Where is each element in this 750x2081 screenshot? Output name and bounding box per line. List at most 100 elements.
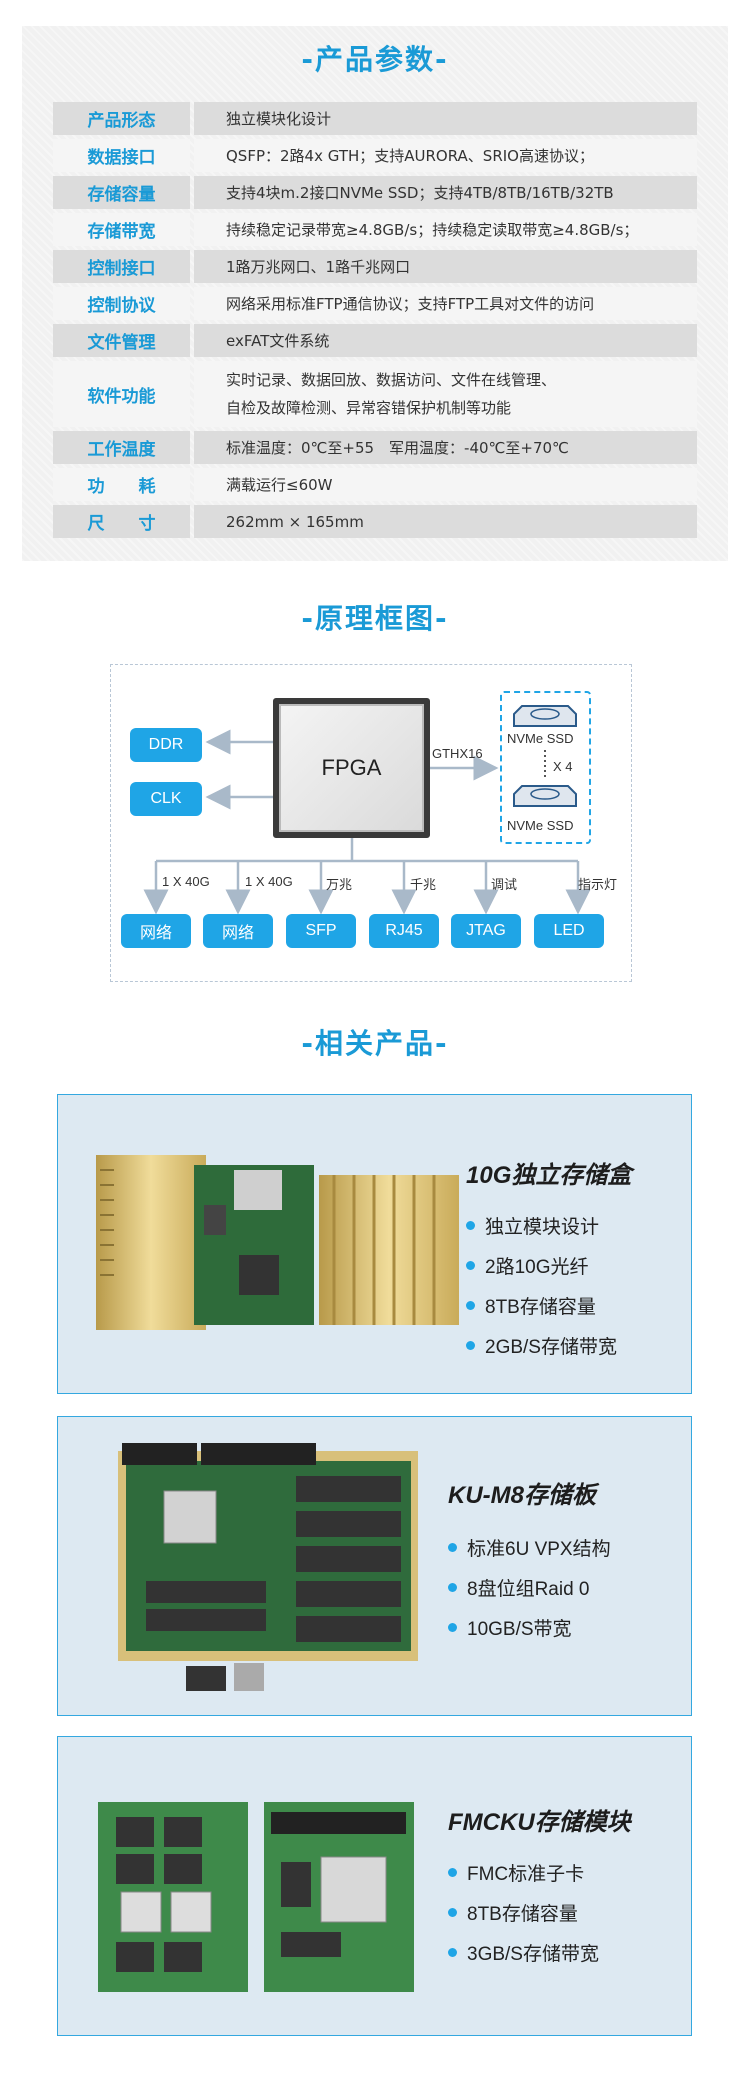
bullet-dot-icon — [448, 1622, 457, 1632]
param-key: 尺 寸 — [53, 505, 190, 538]
bullet-dot-icon — [466, 1220, 475, 1230]
param-value: 262mm × 165mm — [194, 505, 697, 538]
related-section-title: -相关产品- — [301, 1027, 449, 1060]
bullet-item: 8盘位组Raid 0 — [448, 1567, 611, 1607]
bullet-dot-icon — [466, 1340, 475, 1350]
bullet-item: 2路10G光纤 — [466, 1245, 617, 1285]
param-key: 存储带宽 — [53, 213, 190, 246]
ssd-count-label: X 4 — [553, 759, 573, 774]
param-value: 1路万兆网口、1路千兆网口 — [194, 250, 697, 283]
bullet-dot-icon — [448, 1867, 457, 1877]
bullet-text: FMC标准子卡 — [467, 1863, 585, 1885]
param-value: QSFP：2路4x GTH；支持AURORA、SRIO高速协议； — [194, 139, 697, 172]
product-image-fmc-module — [98, 1802, 414, 1992]
param-row: 存储带宽 持续稳定记录带宽≥4.8GB/s；持续稳定读取带宽≥4.8GB/s； — [53, 213, 697, 246]
param-value-line: 实时记录、数据回放、数据访问、文件在线管理、 — [226, 371, 557, 389]
param-row: 存储容量 支持4块m.2接口NVMe SSD；支持4TB/8TB/16TB/32… — [53, 176, 697, 209]
ddr-box: DDR — [130, 728, 202, 762]
param-value-line: 持续稳定记录带宽≥4.8GB/s；持续稳定读取带宽≥4.8GB/s； — [226, 220, 639, 239]
param-row: 软件功能 实时记录、数据回放、数据访问、文件在线管理、 自检及故障检测、异常容错… — [53, 361, 697, 427]
product-bullets: FMC标准子卡 8TB存储容量 3GB/S存储带宽 — [448, 1852, 599, 1972]
link-label: 万兆 — [326, 877, 353, 892]
product-image-storage-board — [118, 1443, 418, 1691]
param-value-line: 支持4块m.2接口NVMe SSD；支持4TB/8TB/16TB/32TB — [226, 183, 614, 202]
product-image-storage-box — [96, 1155, 459, 1330]
param-key: 控制接口 — [53, 250, 190, 283]
bullet-text: 3GB/S存储带宽 — [467, 1943, 599, 1965]
product-title: KU-M8存储板 — [448, 1482, 596, 1509]
led-box: LED — [534, 914, 604, 948]
sfp-box: SFP — [286, 914, 356, 948]
param-value: 满载运行≤60W — [194, 468, 697, 501]
product-card[interactable]: KU-M8存储板 标准6U VPX结构 8盘位组Raid 0 10GB/S带宽 — [57, 1416, 692, 1716]
param-row: 数据接口 QSFP：2路4x GTH；支持AURORA、SRIO高速协议； — [53, 139, 697, 172]
param-row: 产品形态 独立模块化设计 — [53, 102, 697, 135]
param-value: 标准温度：0℃至+55 军用温度：-40℃至+70℃ — [194, 431, 697, 464]
param-value: 持续稳定记录带宽≥4.8GB/s；持续稳定读取带宽≥4.8GB/s； — [194, 213, 697, 246]
param-value: 支持4块m.2接口NVMe SSD；支持4TB/8TB/16TB/32TB — [194, 176, 697, 209]
param-key: 工作温度 — [53, 431, 190, 464]
link-label: 1 X 40G — [245, 874, 293, 889]
product-card[interactable]: 10G独立存储盒 独立模块设计 2路10G光纤 8TB存储容量 2GB/S存储带… — [57, 1094, 692, 1394]
ssd-label: NVMe SSD — [507, 731, 574, 746]
bullet-text: 标准6U VPX结构 — [467, 1538, 611, 1560]
param-value-line: 262mm × 165mm — [226, 512, 364, 531]
param-value: 独立模块化设计 — [194, 102, 697, 135]
param-value-line: exFAT文件系统 — [226, 331, 330, 350]
clk-box: CLK — [130, 782, 202, 816]
network-box: 网络 — [121, 914, 191, 948]
ssd-label: NVMe SSD — [507, 818, 574, 833]
bullet-dot-icon — [448, 1542, 457, 1552]
param-row: 功 耗 满载运行≤60W — [53, 468, 697, 501]
param-row: 控制协议 网络采用标准FTP通信协议；支持FTP工具对文件的访问 — [53, 287, 697, 320]
link-label: 指示灯 — [578, 877, 618, 892]
params-section-title: -产品参数- — [301, 43, 449, 76]
link-label: 1 X 40G — [162, 874, 210, 889]
rj45-box: RJ45 — [369, 914, 439, 948]
bullet-text: 2路10G光纤 — [485, 1256, 589, 1278]
bullet-item: 8TB存储容量 — [466, 1285, 617, 1325]
bullet-item: 独立模块设计 — [466, 1205, 617, 1245]
product-title: FMCKU存储模块 — [448, 1809, 631, 1836]
param-value-line: 1路万兆网口、1路千兆网口 — [226, 257, 411, 276]
param-value: 实时记录、数据回放、数据访问、文件在线管理、 自检及故障检测、异常容错保护机制等… — [194, 361, 697, 427]
param-key: 产品形态 — [53, 102, 190, 135]
bullet-text: 独立模块设计 — [485, 1216, 600, 1238]
diagram-section-title: -原理框图- — [301, 602, 449, 635]
param-key: 软件功能 — [53, 361, 190, 427]
ssd-drive-icon — [513, 705, 577, 727]
link-label: 调试 — [491, 877, 518, 892]
product-card[interactable]: FMCKU存储模块 FMC标准子卡 8TB存储容量 3GB/S存储带宽 — [57, 1736, 692, 2036]
link-label: 千兆 — [410, 877, 437, 892]
product-bullets: 标准6U VPX结构 8盘位组Raid 0 10GB/S带宽 — [448, 1527, 611, 1647]
param-row: 工作温度 标准温度：0℃至+55 军用温度：-40℃至+70℃ — [53, 431, 697, 464]
param-value-line: QSFP：2路4x GTH；支持AURORA、SRIO高速协议； — [226, 146, 594, 165]
bullet-text: 8TB存储容量 — [467, 1903, 578, 1925]
param-value-line: 满载运行≤60W — [226, 475, 333, 494]
param-value: 网络采用标准FTP通信协议；支持FTP工具对文件的访问 — [194, 287, 697, 320]
fpga-chip: FPGA — [273, 698, 430, 838]
param-key: 控制协议 — [53, 287, 190, 320]
param-key: 功 耗 — [53, 468, 190, 501]
param-value: exFAT文件系统 — [194, 324, 697, 357]
product-title: 10G独立存储盒 — [466, 1162, 632, 1189]
bullet-item: 3GB/S存储带宽 — [448, 1932, 599, 1972]
param-value-line: 网络采用标准FTP通信协议；支持FTP工具对文件的访问 — [226, 294, 595, 313]
bullet-dot-icon — [448, 1907, 457, 1917]
bullet-item: 8TB存储容量 — [448, 1892, 599, 1932]
ssd-drive-icon — [513, 785, 577, 807]
param-key: 文件管理 — [53, 324, 190, 357]
param-key: 数据接口 — [53, 139, 190, 172]
bullet-text: 8盘位组Raid 0 — [467, 1578, 590, 1600]
param-row: 文件管理 exFAT文件系统 — [53, 324, 697, 357]
bullet-item: 2GB/S存储带宽 — [466, 1325, 617, 1365]
bullet-item: 标准6U VPX结构 — [448, 1527, 611, 1567]
bullet-text: 2GB/S存储带宽 — [485, 1336, 617, 1358]
bullet-item: FMC标准子卡 — [448, 1852, 599, 1892]
param-value-line: 标准温度：0℃至+55 军用温度：-40℃至+70℃ — [226, 438, 569, 457]
bullet-dot-icon — [466, 1300, 475, 1310]
param-value-line: 独立模块化设计 — [226, 109, 332, 128]
network-box: 网络 — [203, 914, 273, 948]
bullet-text: 10GB/S带宽 — [467, 1618, 572, 1640]
